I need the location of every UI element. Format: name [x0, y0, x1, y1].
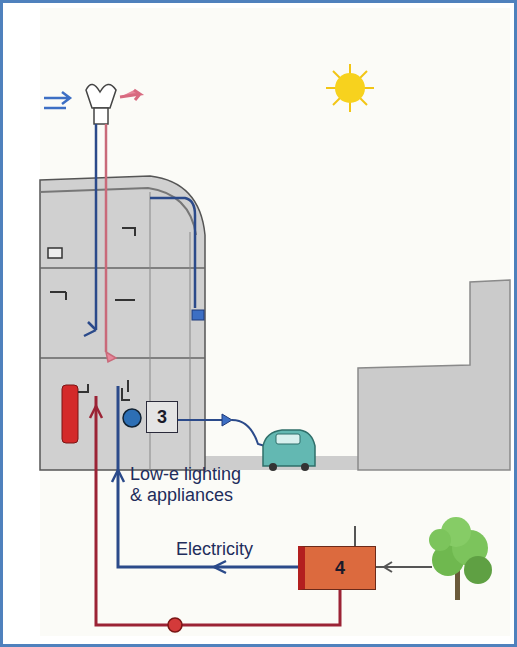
- electricity-line: [118, 386, 298, 567]
- floor-line: [40, 357, 205, 359]
- wall-line: [190, 232, 191, 470]
- pipe: [122, 380, 130, 400]
- floor-line: [40, 267, 205, 269]
- pipe: [50, 292, 66, 300]
- callout-number: 4: [335, 559, 345, 577]
- background: [40, 8, 510, 636]
- biomass-bush: [429, 517, 492, 600]
- pump-symbol: [168, 618, 182, 632]
- hot-water-tank: [62, 385, 78, 443]
- flow-arrow: [90, 406, 102, 418]
- rainwater-pipe: [150, 198, 195, 308]
- sun: [326, 64, 374, 112]
- building: [40, 176, 205, 470]
- charging-cable: [232, 420, 265, 446]
- roof-line: [40, 188, 196, 235]
- extract-duct: [105, 124, 108, 352]
- flue-line: [354, 526, 356, 546]
- heat-line: [96, 396, 340, 625]
- flow-arrow: [214, 561, 226, 573]
- duct-outlet: [84, 322, 96, 336]
- plug-symbol: [222, 414, 232, 426]
- numbered-box: 3: [146, 401, 178, 433]
- water-butt: [192, 310, 204, 320]
- hill: [358, 280, 510, 470]
- flow-arrow: [384, 562, 392, 572]
- pipe: [122, 228, 135, 236]
- callout-number: 3: [157, 408, 167, 426]
- electric-car: [263, 430, 315, 471]
- pipe: [78, 384, 88, 392]
- supply-duct: [95, 124, 98, 330]
- annotation-label: Low-e lighting & appliances: [130, 464, 248, 506]
- numbered-box: 4: [298, 546, 376, 590]
- meter-symbol: [123, 409, 141, 427]
- ventilation-cowl: [44, 84, 140, 124]
- charging-cable: [178, 419, 222, 421]
- flow-arrow: [112, 470, 124, 482]
- duct-inlet: [106, 352, 116, 362]
- pipe: [115, 299, 135, 301]
- appliance-icon: [48, 248, 62, 258]
- annotation-label: Electricity: [176, 539, 296, 560]
